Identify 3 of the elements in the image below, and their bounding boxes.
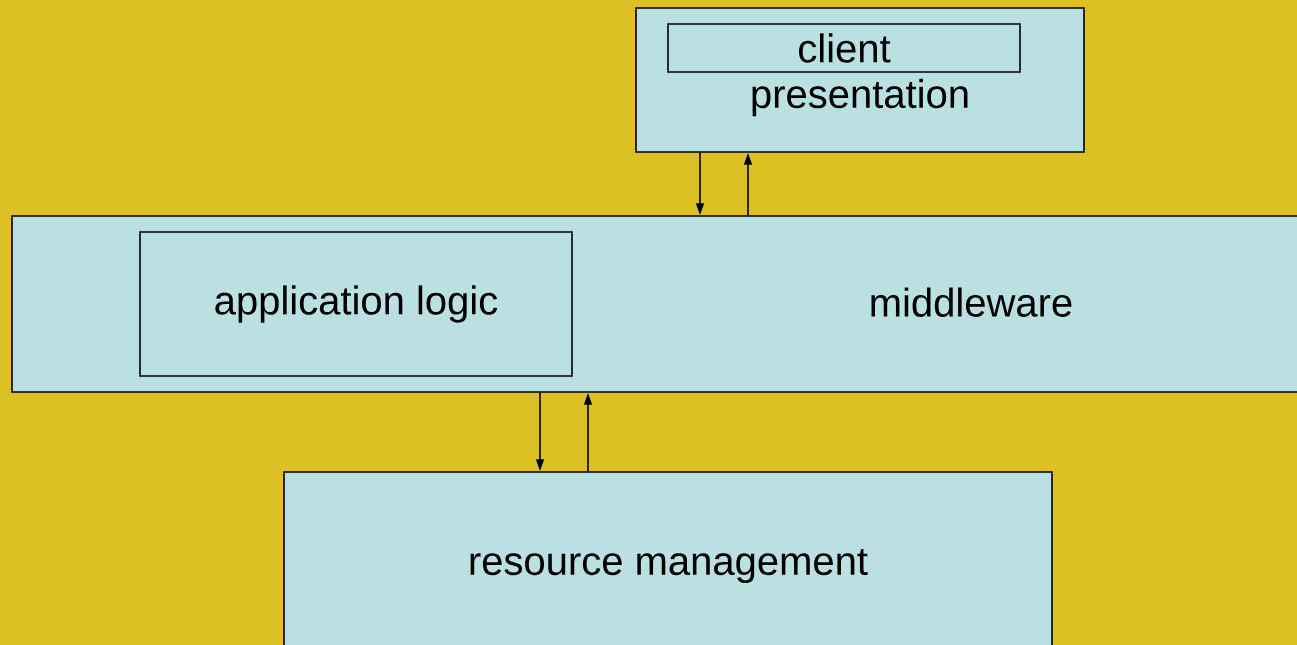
resource-management-box: resource management: [283, 471, 1053, 645]
client-box: client: [667, 23, 1021, 73]
application-logic-box: application logic: [139, 231, 573, 377]
